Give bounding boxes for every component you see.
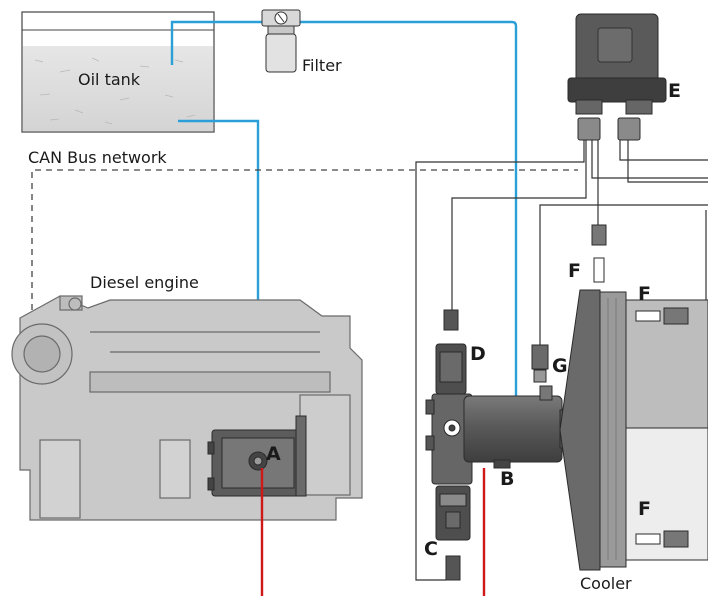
diesel-engine-label: Diesel engine — [90, 273, 199, 292]
oil-tank-label: Oil tank — [78, 70, 141, 89]
label-c: C — [424, 538, 438, 560]
label-f-middle: F — [638, 283, 651, 305]
filter-label: Filter — [302, 56, 342, 75]
filter — [261, 9, 301, 73]
valve-d — [435, 309, 467, 395]
controller-e — [567, 13, 667, 141]
pump-a — [207, 415, 307, 497]
connector-f3 — [635, 530, 689, 548]
label-e: E — [668, 80, 681, 102]
connector-f2 — [635, 307, 689, 325]
label-a: A — [266, 443, 281, 465]
valve-c — [435, 485, 471, 581]
return-lines — [260, 468, 486, 596]
can-bus-line — [31, 169, 578, 310]
oil-tank — [21, 11, 215, 133]
label-f-bottom: F — [638, 498, 651, 520]
cooler-label: Cooler — [580, 574, 632, 593]
label-f-top: F — [568, 260, 581, 282]
diesel-engine — [11, 295, 363, 521]
label-d: D — [470, 343, 486, 365]
sensor-g — [531, 344, 549, 383]
label-g: G — [552, 355, 568, 377]
cooler — [559, 289, 708, 571]
connector-f1 — [591, 224, 607, 283]
can-bus-label: CAN Bus network — [28, 148, 167, 167]
label-b: B — [500, 468, 515, 490]
